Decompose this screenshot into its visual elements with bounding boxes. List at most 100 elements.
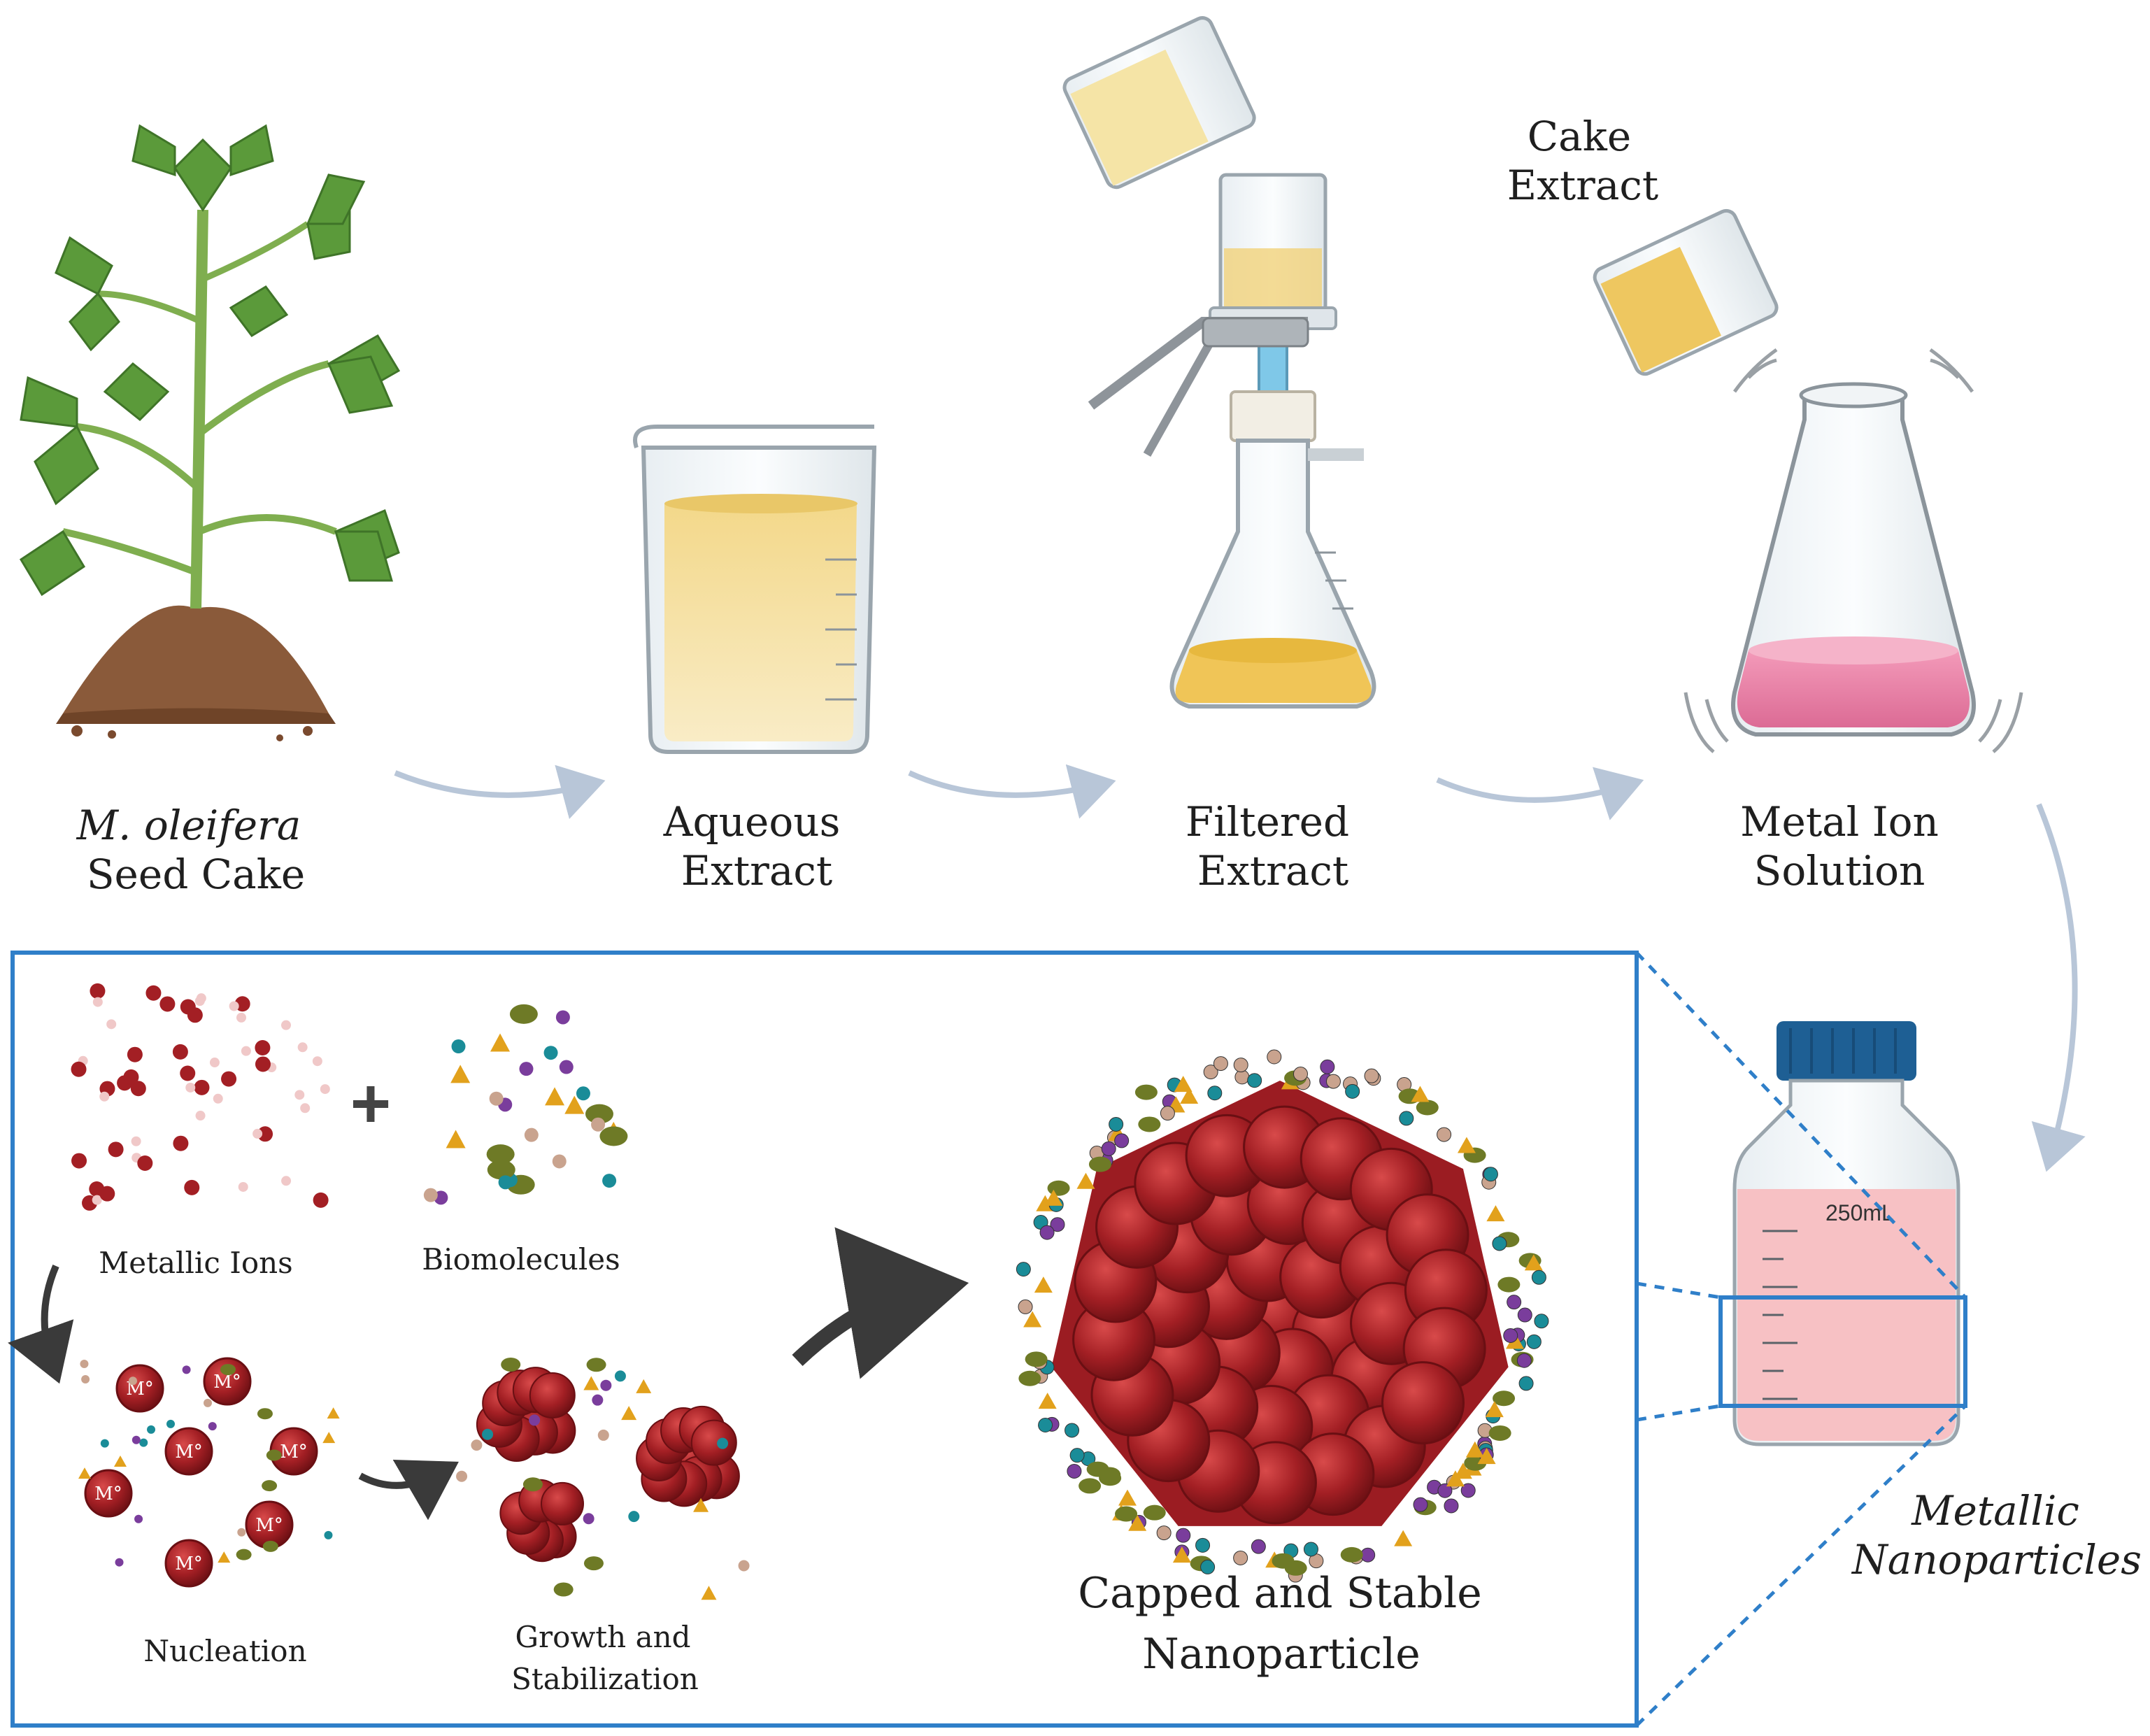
metal-ion-solution-flask [1593, 208, 2023, 753]
capping-biomolecule-triangle [1457, 1137, 1476, 1153]
capping-biomolecule-dot [1364, 1068, 1379, 1083]
capping-biomolecule-dot [1507, 1295, 1522, 1310]
label-growth-line2: Stabilization [511, 1662, 699, 1696]
capping-biomolecule-dot [1233, 1058, 1248, 1073]
label-nucleation: Nucleation [143, 1634, 306, 1668]
biomolecule-olive [586, 1358, 606, 1372]
metal-ion-dot [255, 1040, 271, 1056]
biomolecule-dot [423, 1188, 438, 1202]
label-metallic-ions: Metallic Ions [99, 1246, 292, 1280]
label-metal-ion-line1: Metal Ion [1740, 798, 1939, 846]
capping-biomolecule-dot [1293, 1066, 1308, 1081]
capping-biomolecule-triangle [1174, 1076, 1193, 1093]
metal-ion-dot [123, 1069, 139, 1085]
biomolecule-dot [134, 1514, 143, 1523]
capping-biomolecule-olive [1025, 1351, 1048, 1367]
biomolecule-olive [585, 1104, 613, 1124]
capping-biomolecule-dot [1492, 1236, 1507, 1251]
capping-biomolecule-triangle [1465, 1441, 1484, 1458]
metal-ion-dot [281, 1176, 292, 1186]
label-nanoparticles-line2: Nanoparticles [1851, 1536, 2142, 1584]
label-cake-extract-line1: Cake [1528, 113, 1631, 160]
metal-ion-dot [173, 1135, 189, 1151]
synthesis-mechanism-inset [10, 951, 1967, 1728]
biomolecule-dot [717, 1437, 729, 1449]
moringa-plant-illustration [19, 124, 401, 741]
metal-atom-label: M° [175, 1442, 203, 1463]
label-seed-cake-line1: M. oleifera [76, 802, 301, 849]
capping-biomolecule-triangle [1172, 1546, 1191, 1563]
biomolecule-triangle [327, 1407, 340, 1419]
capping-biomolecule-dot [1016, 1262, 1031, 1277]
capping-biomolecule-olive [1134, 1084, 1158, 1100]
capping-biomolecule-dot [1531, 1269, 1546, 1285]
metal-ion-dot [184, 1179, 200, 1195]
capping-biomolecule-dot [1018, 1299, 1033, 1314]
metal-ion-dot [130, 1081, 146, 1097]
biomolecule-dot [451, 1039, 466, 1054]
metal-ion-dot [90, 983, 106, 999]
biomolecule-triangle [636, 1379, 652, 1393]
metal-ion-dot [241, 1046, 251, 1056]
capping-biomolecule-dot [1160, 1106, 1175, 1121]
capping-biomolecule-olive [1488, 1425, 1511, 1441]
biomolecule-dot [471, 1439, 483, 1451]
metal-atom-sphere [1381, 1361, 1465, 1445]
biomolecule-dot [324, 1530, 333, 1539]
metal-ion-dot [106, 1019, 117, 1030]
metal-atom-sphere [529, 1372, 576, 1418]
metal-ion-dot [252, 1128, 263, 1139]
biomolecule-olive [262, 1540, 278, 1552]
capping-biomolecule-dot [1247, 1073, 1262, 1088]
aqueous-extract-beaker [633, 425, 877, 754]
label-aqueous-line2: Extract [681, 847, 832, 895]
capping-biomolecule-dot [1483, 1167, 1498, 1182]
biomolecule-dot [614, 1370, 626, 1382]
biomolecules-cluster [423, 1004, 628, 1205]
metal-ion-dot [280, 1020, 291, 1030]
capping-biomolecule-triangle [1128, 1514, 1147, 1531]
biomolecule-triangle [78, 1467, 92, 1479]
biomolecule-dot [100, 1439, 109, 1448]
metal-ion-dot [195, 1111, 206, 1121]
metal-ion-dot [92, 997, 103, 1007]
metal-atom-label: M° [94, 1484, 122, 1504]
capping-biomolecule-dot [1437, 1483, 1453, 1498]
biomolecule-olive [509, 1004, 538, 1024]
capping-biomolecule-triangle [1411, 1086, 1430, 1102]
capping-biomolecule-olive [1115, 1506, 1138, 1522]
metal-atom-label: M° [255, 1515, 283, 1536]
metal-atom-label: M° [280, 1442, 308, 1463]
biomolecule-dot [131, 1435, 141, 1444]
biomolecule-dot [498, 1175, 513, 1190]
capping-biomolecule-olive [1272, 1553, 1295, 1569]
biomolecule-olive [257, 1408, 273, 1420]
label-capped-line1: Capped and Stable [1078, 1569, 1481, 1618]
capping-biomolecule-triangle [1446, 1470, 1465, 1487]
plus-sign: + [350, 1065, 391, 1143]
process-arrows [394, 764, 2086, 1172]
biomolecule-olive [522, 1477, 543, 1492]
capping-biomolecule-triangle [1524, 1254, 1543, 1271]
capping-biomolecule-triangle [1038, 1393, 1057, 1409]
biomolecule-triangle [621, 1406, 637, 1421]
biomolecule-olive [599, 1126, 628, 1146]
biomolecule-dot [182, 1365, 191, 1374]
capping-biomolecule-dot [1114, 1133, 1130, 1148]
metal-atom-sphere [164, 1427, 213, 1476]
biomolecule-dot [489, 1091, 504, 1106]
capping-biomolecule-dot [1444, 1498, 1459, 1514]
metal-ion-dot [236, 1012, 247, 1023]
arrow-filtered-to-metalion [1436, 767, 1644, 820]
biomolecule-dot [115, 1558, 124, 1567]
biomolecule-dot [456, 1470, 468, 1482]
metal-ion-dot [194, 1079, 210, 1095]
capping-biomolecule-dot [1101, 1141, 1116, 1156]
label-seed-cake-line2: Seed Cake [87, 851, 305, 898]
capping-biomolecule-olive [1493, 1390, 1516, 1407]
label-nanoparticles-line1: Metallic [1911, 1487, 2079, 1535]
capping-biomolecule-dot [1320, 1059, 1335, 1074]
metal-ion-dot [131, 1136, 141, 1146]
label-metal-ion-line2: Solution [1754, 847, 1925, 895]
